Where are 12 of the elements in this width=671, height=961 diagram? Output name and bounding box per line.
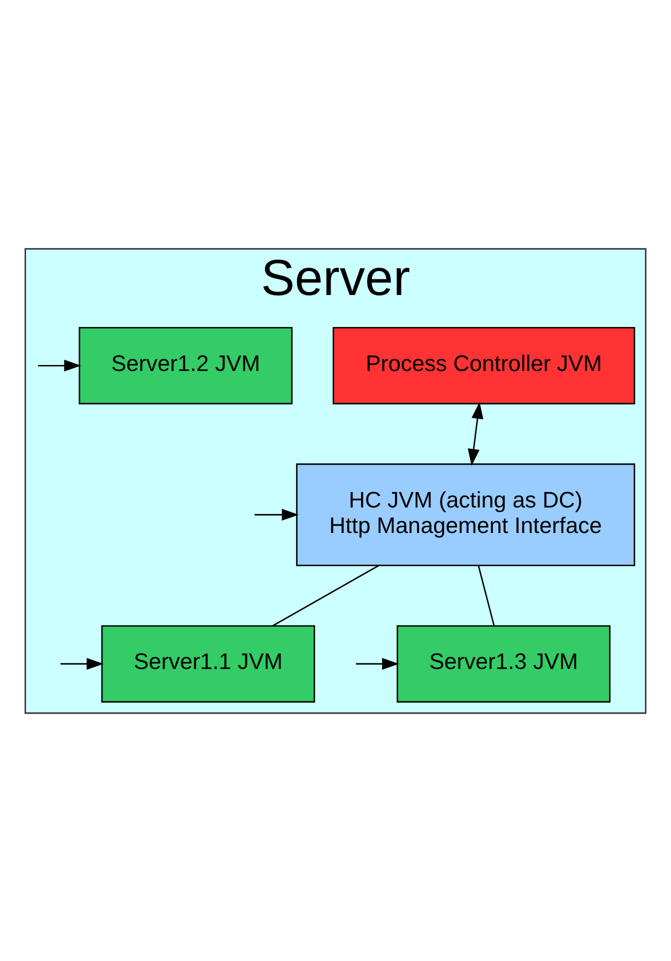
arrow: [254, 508, 299, 520]
arrow: [60, 657, 104, 670]
node-box: HC JVM (acting as DC) Http Management Interface: [296, 462, 636, 566]
node-box: Server1.2 JVM: [78, 326, 293, 404]
connector: [272, 564, 380, 626]
arrow: [468, 401, 484, 466]
node-box: Server1.1 JVM: [101, 624, 316, 702]
arrow: [356, 657, 399, 670]
arrow: [38, 359, 82, 372]
node-box: Process Controller JVM: [332, 326, 636, 404]
connector: [478, 565, 495, 626]
node-box: Server1.3 JVM: [396, 624, 611, 702]
